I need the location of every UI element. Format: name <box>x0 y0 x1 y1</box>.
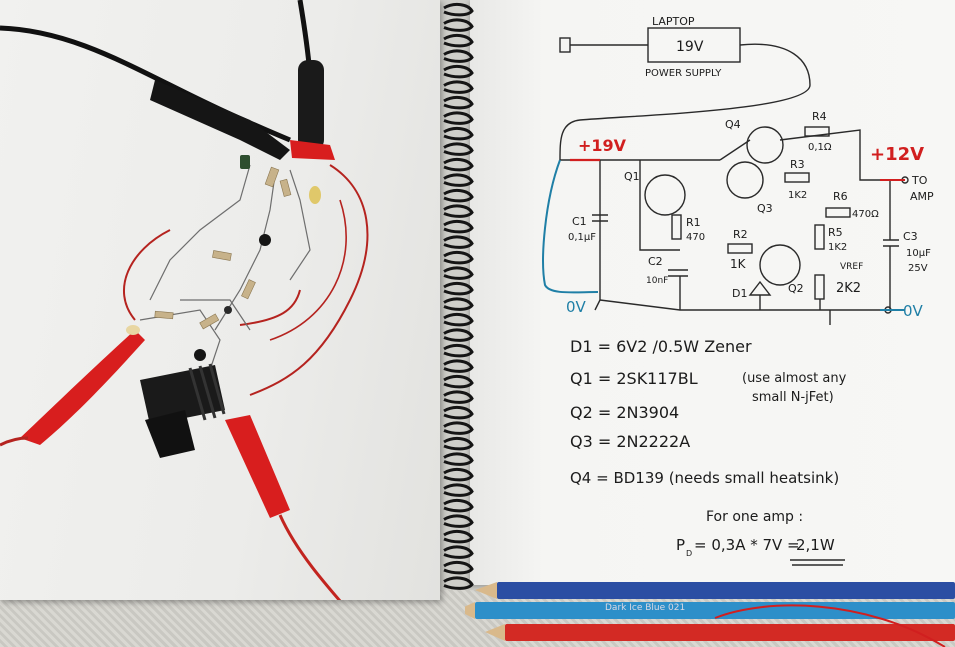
spiral-coil <box>443 281 474 296</box>
label-gnd-right: 0V <box>903 302 924 320</box>
spiral-coil <box>443 266 474 280</box>
pencil-label: Dark Ice Blue 021 <box>605 603 686 613</box>
note-q2: Q2 = 2N3904 <box>570 403 679 422</box>
spiral-coil <box>443 173 474 187</box>
spiral-binding <box>443 2 474 590</box>
spiral-coil <box>443 343 474 358</box>
pencil-red <box>505 624 955 641</box>
spiral-coil <box>443 204 474 218</box>
label-c2-val: 10nF <box>646 276 668 286</box>
spiral-coil <box>443 312 474 327</box>
spiral-coil <box>443 142 474 156</box>
note-d1: D1 = 6V2 /0.5W Zener <box>570 337 752 356</box>
pencil-ice-blue: Dark Ice Blue 021 <box>475 602 955 619</box>
label-d1: D1 <box>732 287 747 300</box>
label-r3-val: 1K2 <box>788 190 807 201</box>
label-laptop: LAPTOP <box>652 15 695 28</box>
spiral-coil <box>443 529 474 544</box>
spiral-coil <box>443 250 474 265</box>
spiral-coil <box>443 576 474 590</box>
spiral-coil <box>443 328 474 342</box>
spiral-coil <box>443 219 474 234</box>
label-r6: R6 <box>833 190 848 203</box>
note-q1-comment-2: small N-jFet) <box>752 390 834 405</box>
note-power-sub: D <box>686 549 692 558</box>
spiral-coil <box>443 405 474 420</box>
spiral-coil <box>443 64 474 79</box>
label-r2: R2 <box>733 228 748 241</box>
label-r5-val: 1K2 <box>828 242 847 253</box>
spiral-coil <box>443 126 474 141</box>
spiral-coil <box>443 157 474 172</box>
note-for-one-amp: For one amp : <box>706 509 803 525</box>
colored-pencils: Dark Ice Blue 021 <box>465 578 955 647</box>
label-r4-val: 0,1Ω <box>808 142 832 153</box>
note-power-lhs: P <box>676 536 685 554</box>
label-c1: C1 <box>572 215 587 228</box>
note-q1: Q1 = 2SK117BL <box>570 369 698 388</box>
label-c1-val: 0,1μF <box>568 232 596 243</box>
notebook-right-page <box>470 0 955 585</box>
label-q3: Q3 <box>757 202 773 215</box>
spiral-coil <box>443 467 474 482</box>
label-to: TO <box>911 174 928 187</box>
label-r6-val: 470Ω <box>852 209 879 220</box>
spiral-coil <box>443 560 474 575</box>
spiral-coil <box>443 111 474 125</box>
label-amp: AMP <box>910 190 934 203</box>
label-supply-voltage: 19V <box>676 39 704 55</box>
note-q3: Q3 = 2N2222A <box>570 432 690 451</box>
label-q4: Q4 <box>725 118 741 131</box>
spiral-coil <box>443 545 474 559</box>
label-r1-val: 470 <box>686 232 705 243</box>
spiral-coil <box>443 188 474 203</box>
spiral-coil <box>443 436 474 451</box>
label-r7-val: 2K2 <box>836 281 861 296</box>
label-r3: R3 <box>790 158 805 171</box>
label-r5: R5 <box>828 226 843 239</box>
label-input-voltage: +19V <box>578 136 627 155</box>
spiral-coil <box>443 80 474 94</box>
label-c3-val2: 25V <box>908 263 928 274</box>
spiral-coil <box>443 359 474 373</box>
spiral-coil <box>443 390 474 404</box>
spiral-coil <box>443 297 474 311</box>
note-q1-comment-1: (use almost any <box>742 371 847 386</box>
label-power-supply: POWER SUPPLY <box>645 68 722 79</box>
spiral-coil <box>443 235 474 249</box>
spiral-coil <box>443 2 474 17</box>
label-output-voltage: +12V <box>870 144 924 165</box>
spiral-coil <box>443 483 474 497</box>
label-vref: VREF <box>840 262 863 272</box>
prototype-circuit <box>0 0 369 600</box>
note-q4: Q4 = BD139 (needs small heatsink) <box>570 469 839 487</box>
spiral-coil <box>443 49 474 63</box>
pencil-tips <box>465 582 946 647</box>
spiral-coil <box>443 18 474 32</box>
spiral-coil <box>443 498 474 513</box>
spiral-coil <box>443 374 474 389</box>
spiral-coil <box>443 95 474 110</box>
spiral-coil <box>443 452 474 466</box>
label-q2: Q2 <box>788 282 804 295</box>
note-power-rhs: = 0,3A * 7V = <box>694 536 800 554</box>
label-c2: C2 <box>648 255 663 268</box>
spiral-coil <box>443 514 474 528</box>
pencil-dark-blue <box>497 582 955 599</box>
label-gnd-left: 0V <box>566 298 587 316</box>
label-c3: C3 <box>903 230 918 243</box>
label-r4: R4 <box>812 110 827 123</box>
label-r1: R1 <box>686 216 701 229</box>
label-q1: Q1 <box>624 170 640 183</box>
note-power-result: 2,1W <box>796 536 835 554</box>
label-r2-val: 1K <box>730 257 747 271</box>
spiral-coil <box>443 33 474 48</box>
spiral-coil <box>443 421 474 435</box>
label-c3-val1: 10μF <box>906 248 931 259</box>
